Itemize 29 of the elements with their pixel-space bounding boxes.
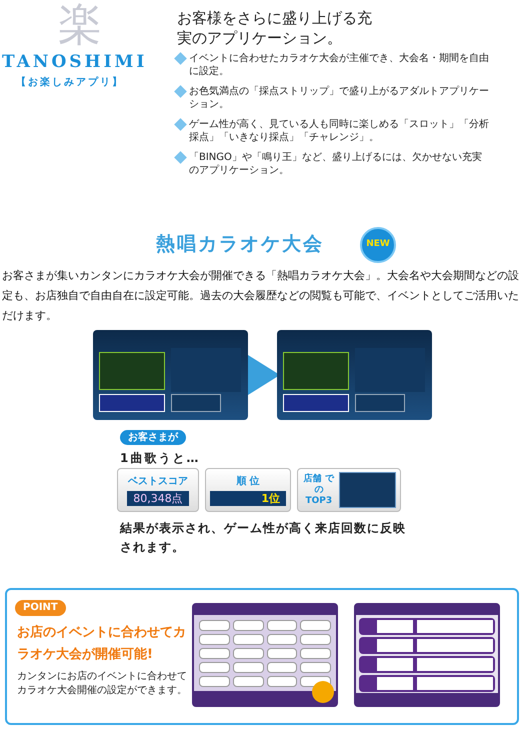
- tag-label: お客さまが: [120, 430, 186, 445]
- card-title: 順 位: [236, 474, 260, 489]
- result-card: [297, 468, 401, 512]
- point-heading: お店のイベントに合わせてカラオケ大会が開催可能!: [17, 624, 187, 664]
- card-value: 80,348点: [127, 491, 189, 506]
- screen-picture: [354, 603, 500, 707]
- result-card: [205, 468, 291, 512]
- point-text: カンタンにお店のイベントに合わせてカラオケ大会開催の設定ができます。: [17, 670, 188, 698]
- point-panel: [5, 588, 519, 725]
- card-title: ベストスコア: [128, 475, 188, 489]
- screen-picture: [277, 330, 432, 420]
- feature-title: 熱唱カラオケ大会: [155, 232, 325, 257]
- description-text: お客さまが集いカンタンにカラオケ大会が開催できる「熱唱カラオケ大会」。大会名や大会期間などの設定も、お店独自で自由自在に設定可能。過去の大会履歴などの閲覧も可能で、イベントとしてご活用いただけます。: [2, 268, 520, 324]
- result-text: 結果が表示され、ゲーム性が高く来店回数に反映されます。: [120, 520, 407, 556]
- feature-text: お色気満点の「採点ストリップ」で盛り上がるアダルトアプリケーション。: [189, 85, 489, 111]
- intro-text: 1曲歌うと…: [120, 450, 200, 467]
- card-value: 1位: [210, 491, 286, 506]
- feature-text: ゲーム性が高く、見ている人も同時に楽しめる「スロット」「分析採点」「いきなり採点」「チャレンジ」。: [189, 118, 489, 144]
- screen-picture: [192, 603, 338, 707]
- screen-picture: [93, 330, 248, 420]
- card-title: 店舗 での TOP3: [302, 474, 336, 506]
- heading: お客様をさらに盛り上げる充実のアプリケーション。: [177, 8, 373, 48]
- result-card: [117, 468, 199, 512]
- section-subtitle: 【お楽しみアプリ】: [16, 75, 124, 90]
- new-badge: NEW: [360, 227, 396, 263]
- feature-text: イベントに合わせたカラオケ大会が主催でき、大会名・期間を自由に設定。: [189, 52, 489, 78]
- point-badge: POINT: [15, 600, 66, 616]
- section-title: TANOSHIMI: [2, 51, 148, 74]
- feature-text: 「BINGO」や「鳴り王」など、盛り上げるには、欠かせない充実のアプリケーション。: [189, 151, 483, 177]
